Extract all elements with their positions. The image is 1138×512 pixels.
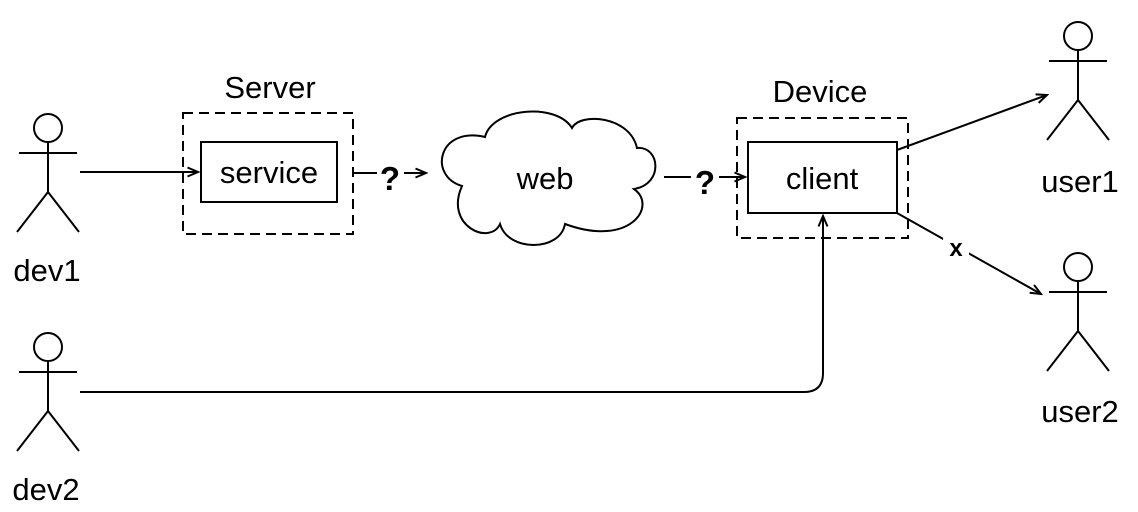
x-mark-label: x	[949, 235, 963, 262]
actor-user2-label: user2	[1041, 394, 1119, 429]
question-mark-service-web: ?	[380, 160, 400, 197]
actor-dev2-label: dev2	[12, 472, 79, 507]
stick-person-icon	[16, 113, 80, 233]
x-mark-backing	[943, 236, 969, 260]
actor-dev1: dev1	[13, 113, 81, 288]
actor-user1: user1	[1041, 21, 1119, 199]
server-group: Server service	[182, 70, 354, 235]
actor-user2: user2	[1041, 252, 1119, 429]
arrow-client-to-user1	[896, 95, 1047, 151]
actor-dev1-label: dev1	[13, 253, 80, 288]
arrow-dev2-to-client	[80, 216, 823, 393]
cloud-icon	[440, 110, 657, 246]
device-title: Device	[773, 74, 868, 109]
client-label: client	[786, 161, 859, 196]
arrow-client-to-user2: x	[896, 212, 1041, 294]
stick-person-icon	[1046, 252, 1110, 372]
web-cloud-group: web	[440, 110, 657, 246]
actor-user1-label: user1	[1041, 164, 1119, 199]
question-mark-web-client: ?	[695, 164, 715, 201]
actor-dev2: dev2	[12, 332, 80, 507]
arrow-service-to-web: ?	[353, 160, 426, 197]
server-title: Server	[224, 70, 315, 105]
stick-person-icon	[1046, 21, 1110, 141]
stick-person-icon	[16, 332, 80, 452]
web-label: web	[516, 161, 574, 196]
arrow-web-to-client: ?	[664, 164, 745, 201]
client-box	[747, 141, 898, 214]
device-group: Device client	[736, 74, 909, 239]
service-label: service	[220, 155, 318, 190]
service-box	[200, 141, 338, 203]
